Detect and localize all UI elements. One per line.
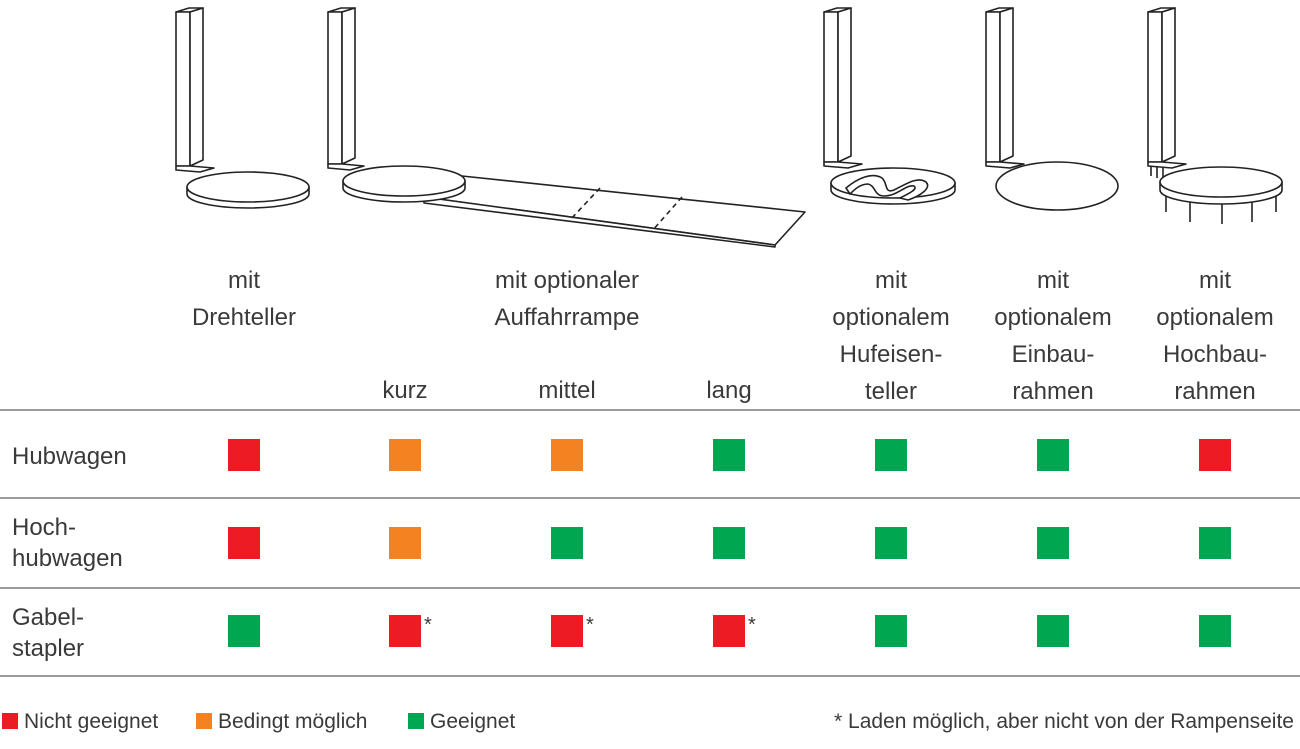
table-bottom-rule	[0, 675, 1300, 677]
row-label-hochhubwagen: Hoch- hubwagen	[12, 514, 123, 572]
column-header-einbaurahmen: mit optionalem Einbau- rahmen	[994, 267, 1112, 405]
status-cell	[875, 527, 907, 559]
status-cell	[389, 439, 421, 471]
legend-item-bedingt-moeglich: Bedingt möglich	[196, 708, 367, 736]
legend-item-nicht-geeignet: Nicht geeignet	[2, 708, 158, 736]
scale-with-turntable-illustration	[175, 7, 310, 209]
column-header-drehteller: mit Drehteller	[191, 267, 297, 331]
column-header-hochbaurahmen: mit optionalem Hochbau- rahmen	[1156, 267, 1274, 405]
subheader-kurz: kurz	[382, 377, 428, 404]
column-header-hufeisenteller: mit optionalem Hufeisen- teller	[832, 267, 950, 405]
scale-with-horseshoe-plate-illustration	[823, 7, 956, 205]
scale-with-installation-frame-illustration	[985, 7, 1119, 211]
footnote: * Laden möglich, aber nicht von der Ramp…	[834, 710, 1294, 733]
footnote-marker: *	[586, 614, 594, 636]
scale-with-ramp-illustration	[327, 7, 806, 248]
legend-item-geeignet: Geeignet	[408, 708, 515, 736]
status-cell	[875, 439, 907, 471]
row-divider	[0, 587, 1300, 589]
subheader-lang: lang	[706, 377, 752, 404]
table-top-rule	[0, 409, 1300, 411]
status-cell	[551, 439, 583, 471]
status-cell	[1199, 615, 1231, 647]
status-cell	[228, 527, 260, 559]
status-cell	[1037, 615, 1069, 647]
legend-swatch-red	[2, 713, 18, 729]
status-cell	[228, 439, 260, 471]
subheader-mittel: mittel	[538, 377, 596, 404]
footnote-marker: *	[424, 614, 432, 636]
legend-swatch-orange	[196, 713, 212, 729]
status-cell	[713, 615, 745, 647]
row-label-gabelstapler: Gabel- stapler	[12, 604, 85, 662]
row-divider	[0, 497, 1300, 499]
status-cell	[1199, 439, 1231, 471]
legend-swatch-green	[408, 713, 424, 729]
column-header-auffahrrampe: mit optionaler Auffahrrampe	[494, 267, 640, 331]
status-cell	[551, 527, 583, 559]
status-cell	[551, 615, 583, 647]
status-cell	[713, 439, 745, 471]
row-label-hubwagen: Hubwagen	[12, 443, 127, 470]
status-cell	[228, 615, 260, 647]
status-cell	[1199, 527, 1231, 559]
status-cell	[1037, 439, 1069, 471]
scale-with-raised-frame-illustration	[1147, 7, 1283, 224]
product-illustrations	[175, 7, 1283, 248]
status-cell	[1037, 527, 1069, 559]
status-cell	[713, 527, 745, 559]
status-cell	[389, 615, 421, 647]
status-cell	[875, 615, 907, 647]
status-cell	[389, 527, 421, 559]
footnote-marker: *	[748, 614, 756, 636]
